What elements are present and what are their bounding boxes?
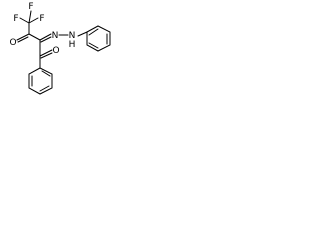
bond-benzoyl-o-2 bbox=[40, 52, 53, 59]
bond-carbonyl-o-top-2 bbox=[17, 36, 29, 43]
phenyl-ring-right bbox=[86, 25, 111, 52]
bond-c-f-top bbox=[28, 10, 32, 24]
bond-carbonyl-central bbox=[28, 33, 41, 41]
atom-o-top: O bbox=[9, 38, 16, 48]
atom-f-right: F bbox=[39, 14, 44, 24]
bond-c-f-left bbox=[19, 17, 30, 24]
bond-c-n-2 bbox=[40, 36, 52, 43]
bond-c-f-right bbox=[28, 17, 39, 24]
phenyl-right-double-1 bbox=[88, 28, 99, 36]
phenyl-right-double-3 bbox=[88, 42, 99, 49]
atom-n-left: N bbox=[52, 31, 59, 41]
bond-c-n-1 bbox=[39, 33, 52, 41]
atom-f-top: F bbox=[28, 2, 33, 12]
atom-o-bottom: O bbox=[52, 46, 59, 56]
chemical-structure: F F F O N N H O bbox=[0, 0, 127, 117]
phenyl-ring-bottom bbox=[28, 67, 53, 95]
atom-h-on-n: H bbox=[69, 40, 76, 50]
bond-carbonyl-o-top-1 bbox=[16, 33, 30, 41]
bond-n-phenyl bbox=[77, 31, 88, 37]
bond-benzoyl-o-1 bbox=[39, 49, 53, 57]
phenyl-bottom-double-1 bbox=[41, 70, 51, 77]
atom-n-right: N bbox=[69, 31, 76, 41]
background bbox=[0, 0, 127, 117]
phenyl-bottom-double-2 bbox=[39, 85, 50, 92]
atom-f-left: F bbox=[13, 14, 18, 24]
